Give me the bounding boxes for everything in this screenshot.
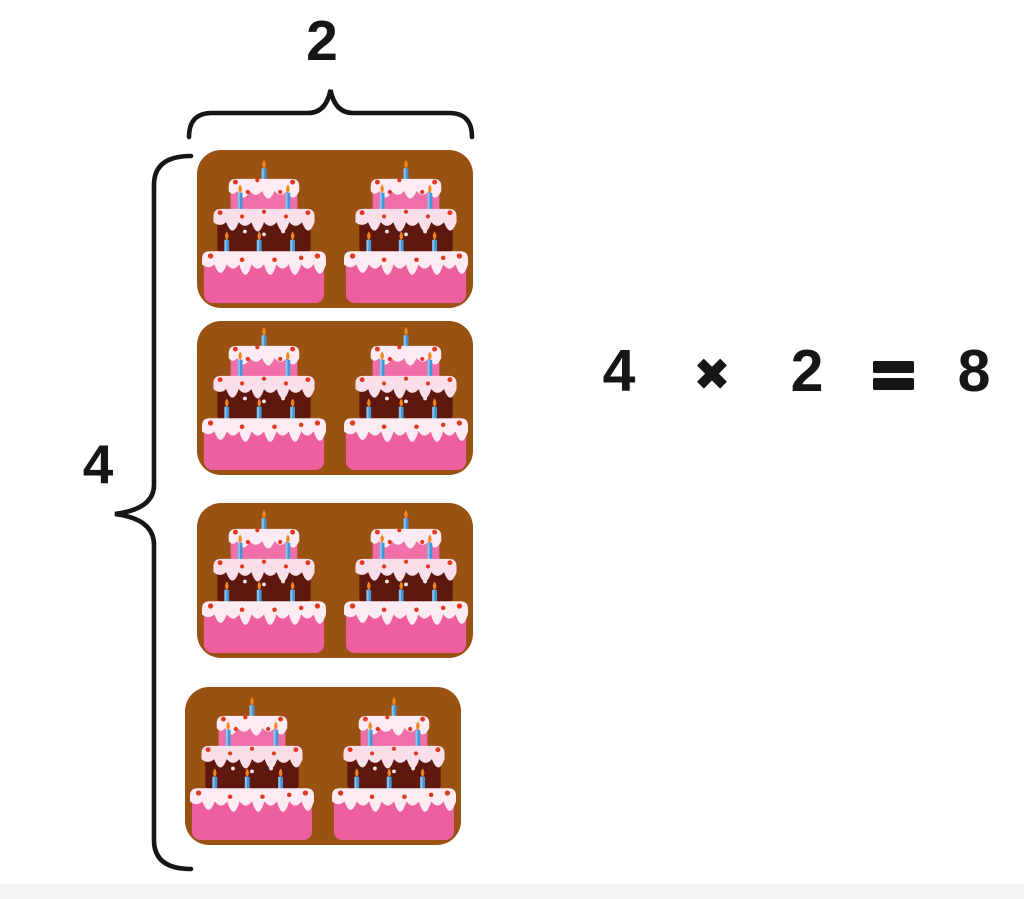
- birthday-cake-icon: [190, 697, 314, 840]
- birthday-cake-icon: [202, 160, 326, 303]
- birthday-cake-icon: [202, 510, 326, 653]
- birthday-cake-icon: [332, 697, 456, 840]
- equation-factor-items: 2: [790, 338, 824, 404]
- bottom-band: [0, 884, 1024, 899]
- birthday-cake-icon: [202, 327, 326, 470]
- equals-icon: =: [873, 361, 914, 391]
- birthday-cake-icon: [344, 510, 468, 653]
- cake-group-4: [185, 687, 461, 845]
- cake-group-2: [197, 321, 473, 475]
- equation-factor-groups: 4: [602, 338, 636, 404]
- cake-group-3: [197, 503, 473, 658]
- birthday-cake-icon: [344, 160, 468, 303]
- cake-group-1: [197, 150, 473, 308]
- birthday-cake-icon: [344, 327, 468, 470]
- items-per-group-label: 2: [306, 9, 338, 73]
- multiply-icon: ✖: [693, 348, 731, 401]
- equation-product: 8: [957, 338, 991, 404]
- group-count-label: 4: [82, 433, 114, 495]
